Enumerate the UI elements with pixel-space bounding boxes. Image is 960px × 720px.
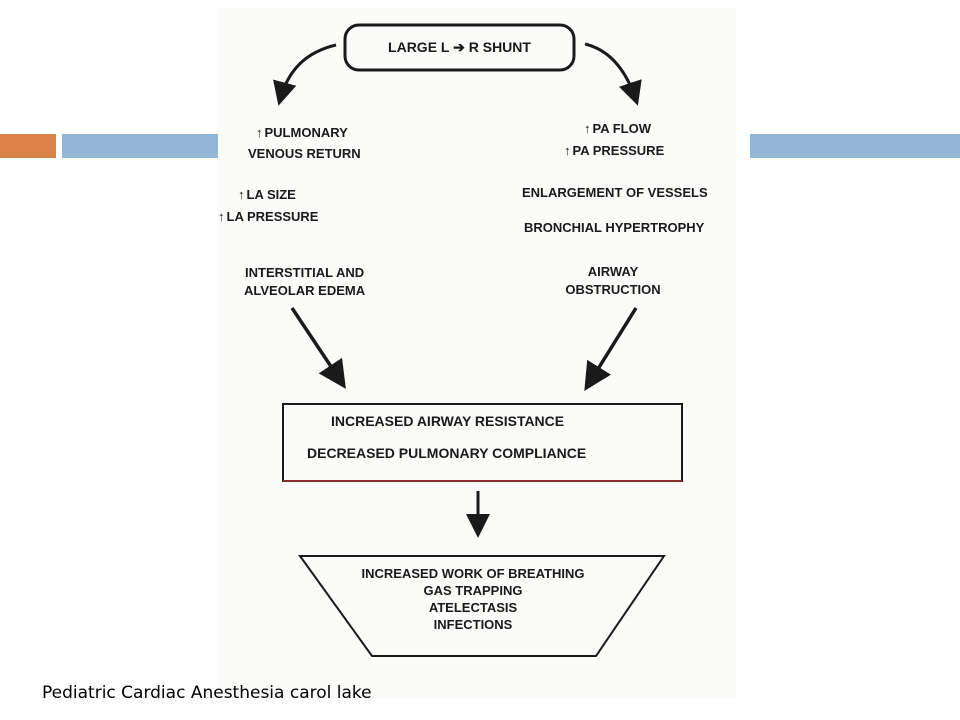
top-box (343, 23, 576, 72)
bronchial-label: BRONCHIAL HYPERTROPHY (524, 220, 705, 235)
la-size-text: LA SIZE (246, 187, 296, 202)
pa-pressure-label: ↑PA PRESSURE (564, 143, 664, 159)
diagonal-arrow-left (290, 307, 346, 389)
bottom-box-line3: ATELECTASIS (428, 600, 518, 615)
bottom-box-line1: INCREASED WORK OF BREATHING (361, 566, 585, 581)
pa-flow-label: ↑PA FLOW (584, 121, 651, 137)
airway-line1: AIRWAY (587, 264, 639, 279)
bottom-box-line2: GAS TRAPPING (423, 583, 523, 598)
middle-box-line1: INCREASED AIRWAY RESISTANCE (331, 413, 565, 429)
top-box-label: LARGE L ➔ R SHUNT (388, 39, 531, 55)
pulmonary-label: PULMONARY (264, 125, 348, 140)
la-pressure-text: LA PRESSURE (226, 209, 319, 224)
shunt-flow-diagram: LARGE L ➔ R SHUNT ↑PULMONARY VENOUS RETU… (218, 8, 736, 698)
la-pressure-label: ↑LA PRESSURE (218, 209, 318, 225)
edema-line1: INTERSTITIAL AND (245, 265, 365, 280)
increase-arrow-icon: ↑ (564, 143, 571, 158)
accent-bar-blue-left (62, 134, 218, 158)
la-size-label: ↑LA SIZE (238, 187, 296, 203)
increase-arrow-icon: ↑ (238, 187, 245, 202)
pulmonary-venous-return-line2: VENOUS RETURN (248, 146, 361, 161)
bottom-box-line4: INFECTIONS (433, 617, 513, 632)
pa-pressure-text: PA PRESSURE (572, 143, 665, 158)
edema-line2: ALVEOLAR EDEMA (244, 283, 366, 298)
increase-arrow-icon: ↑ (218, 209, 225, 224)
pa-flow-text: PA FLOW (592, 121, 652, 136)
pulmonary-venous-return-line1: ↑PULMONARY (256, 125, 348, 141)
increase-arrow-icon: ↑ (584, 121, 591, 136)
accent-bar-orange (0, 134, 56, 158)
airway-line2: OBSTRUCTION (565, 282, 661, 297)
curved-arrow-left (273, 43, 337, 106)
increase-arrow-icon: ↑ (256, 125, 263, 140)
diagram-graphics (273, 23, 683, 657)
accent-bar-blue-right (750, 134, 960, 158)
diagonal-arrow-right (584, 307, 638, 391)
bottom-trapezoid (298, 555, 666, 657)
vessels-label: ENLARGEMENT OF VESSELS (522, 185, 708, 200)
curved-arrow-right (584, 42, 642, 106)
middle-box-line2: DECREASED PULMONARY COMPLIANCE (307, 445, 587, 461)
slide-caption: Pediatric Cardiac Anesthesia carol lake (42, 683, 372, 703)
